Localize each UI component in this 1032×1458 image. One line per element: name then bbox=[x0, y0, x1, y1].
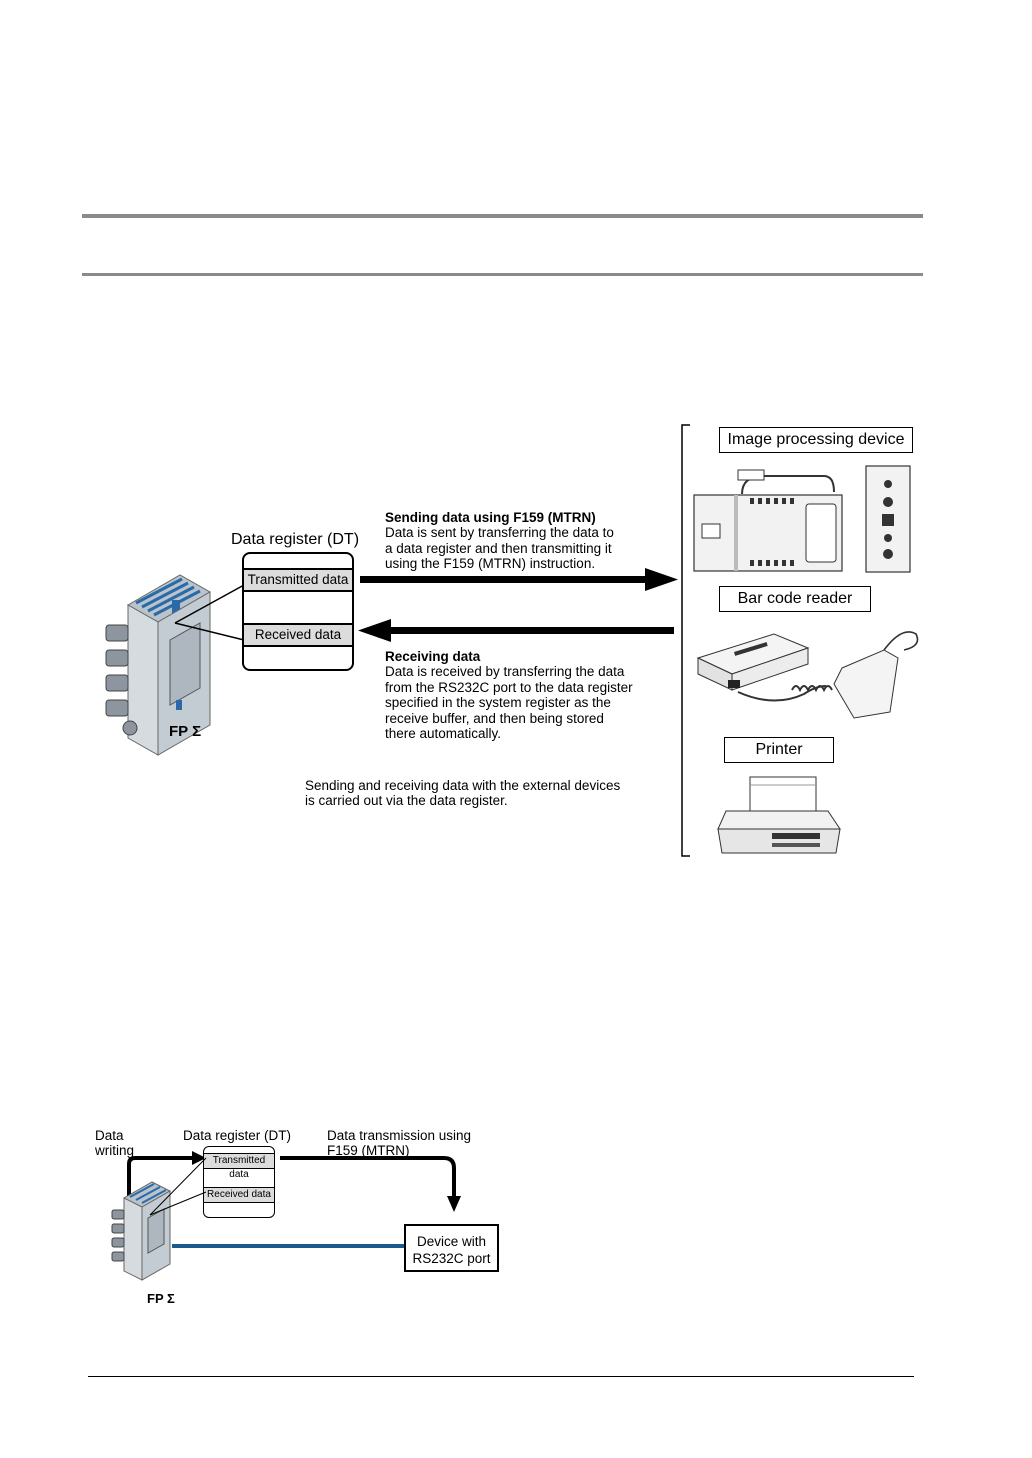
receiving-line: Data is received by transferring the dat… bbox=[385, 664, 625, 680]
transmission-line: F159 (MTRN) bbox=[327, 1143, 410, 1158]
receiving-heading: Receiving data bbox=[385, 649, 481, 664]
bar-code-reader-label: Bar code reader bbox=[719, 586, 871, 612]
plc-label-small: FP Σ bbox=[147, 1291, 175, 1306]
device-line: Device with bbox=[416, 1234, 487, 1249]
data-register-title-small: Data register (DT) bbox=[183, 1128, 292, 1143]
rs232c-device-box: Device with RS232C port bbox=[404, 1224, 499, 1272]
data-writing-line: Data bbox=[95, 1128, 124, 1143]
printer-icon bbox=[717, 776, 841, 854]
transmitted-data-row-small: Transmitted data bbox=[204, 1153, 274, 1180]
barcode-reader-icon bbox=[696, 631, 919, 719]
header-rule-top bbox=[82, 214, 923, 218]
transmitted-data-row: Transmitted data bbox=[244, 568, 352, 592]
receiving-line: specified in the system register as the bbox=[385, 695, 611, 711]
data-writing-arrow bbox=[127, 1151, 206, 1200]
receiving-line: receive buffer, and then being stored bbox=[385, 710, 604, 726]
device-group-bracket bbox=[681, 424, 690, 857]
received-data-row-small: Received data bbox=[204, 1187, 274, 1203]
note-line: Sending and receiving data with the exte… bbox=[305, 778, 621, 793]
plc-label: FP Σ bbox=[169, 723, 202, 740]
sending-line: using the F159 (MTRN) instruction. bbox=[385, 556, 596, 572]
device-line: RS232C port bbox=[412, 1251, 491, 1266]
data-writing-label: Data writing bbox=[95, 1128, 134, 1158]
send-arrow bbox=[360, 568, 678, 591]
register-note: Sending and receiving data with the exte… bbox=[305, 778, 620, 809]
receiving-line: there automatically. bbox=[385, 726, 502, 742]
footer-rule bbox=[88, 1376, 914, 1377]
sending-line: Data is sent by transferring the data to bbox=[385, 525, 614, 541]
receiving-description: Receiving data Data is received by trans… bbox=[385, 649, 633, 741]
printer-label: Printer bbox=[724, 737, 834, 763]
data-register-title: Data register (DT) bbox=[231, 531, 360, 548]
data-writing-line: writing bbox=[95, 1143, 135, 1158]
sending-line: a data register and then transmitting it bbox=[385, 540, 612, 556]
receiving-line: from the RS232C port to the data registe… bbox=[385, 679, 633, 695]
data-register-box-small: Transmitted data Received data bbox=[203, 1146, 275, 1218]
header-rule-bottom bbox=[82, 273, 923, 276]
sending-description: Sending data using F159 (MTRN) Data is s… bbox=[385, 510, 614, 572]
rs232c-cable bbox=[172, 1244, 404, 1248]
received-data-row: Received data bbox=[244, 623, 352, 647]
transmission-arrow bbox=[280, 1156, 461, 1212]
note-line: is carried out via the data register. bbox=[305, 793, 508, 809]
data-register-box: Transmitted data Received data bbox=[242, 552, 354, 671]
plc-unit-illustration bbox=[105, 574, 212, 756]
transmission-line: Data transmission using bbox=[327, 1128, 472, 1143]
transmission-label: Data transmission using F159 (MTRN) bbox=[327, 1128, 471, 1158]
receive-arrow bbox=[358, 619, 674, 642]
image-processing-device-label: Image processing device bbox=[719, 427, 913, 453]
plc-unit-illustration-small bbox=[111, 1181, 172, 1281]
image-processing-unit-icon bbox=[693, 465, 911, 573]
sending-heading: Sending data using F159 (MTRN) bbox=[385, 510, 596, 525]
